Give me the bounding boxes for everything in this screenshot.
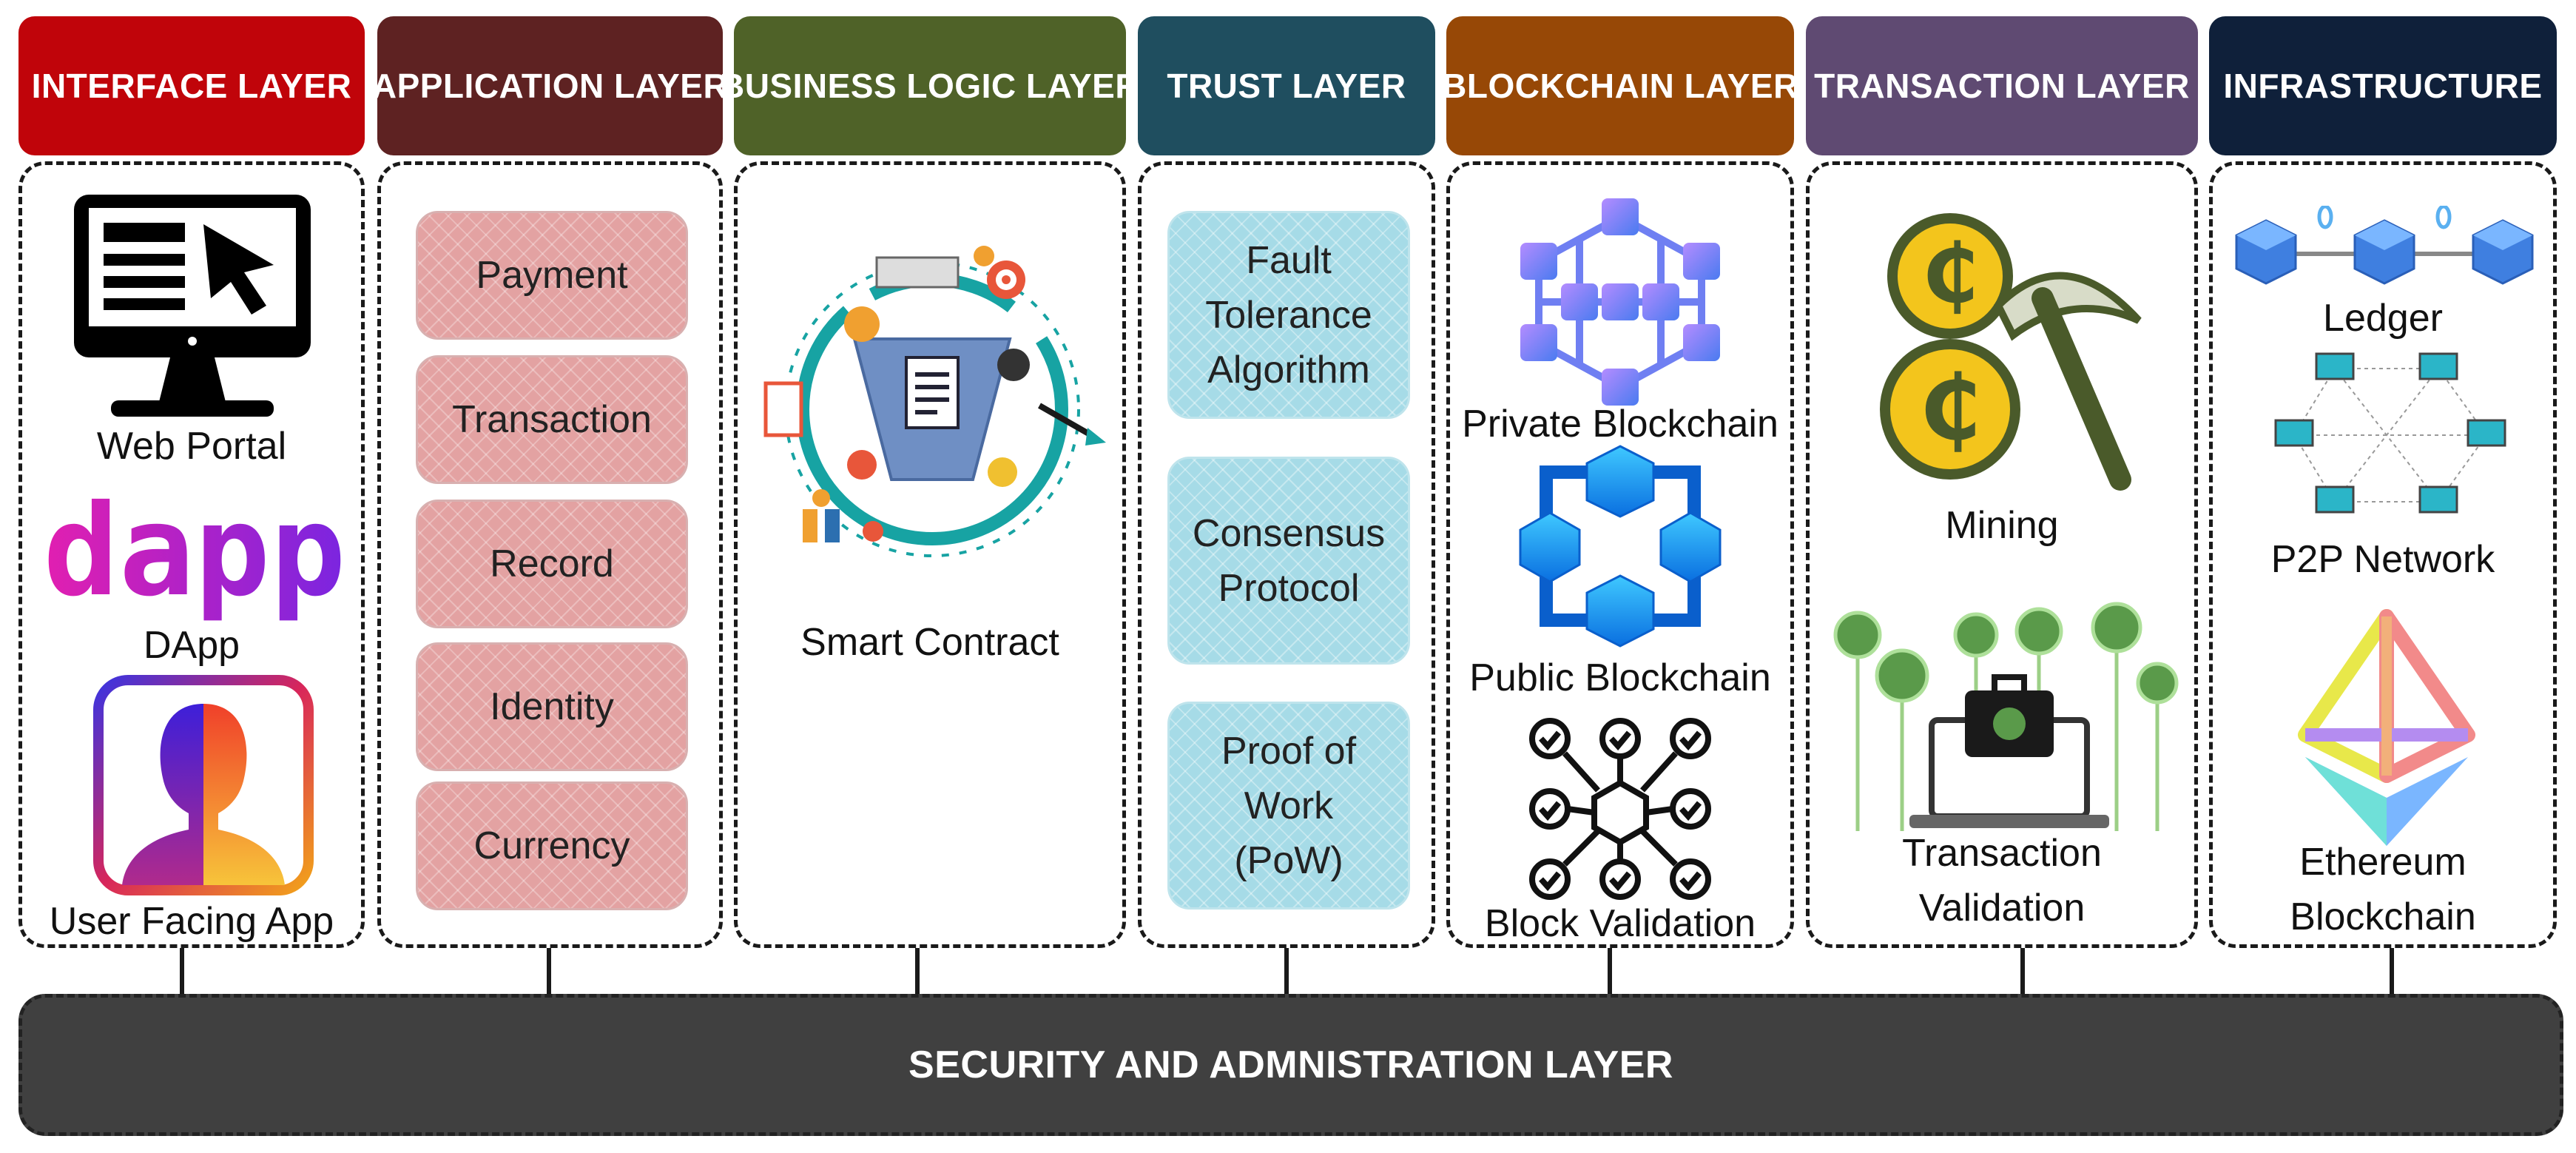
public-blockchain-cubes-icon [1519, 445, 1722, 648]
infrastructure-header: INFRASTRUCTURE [2209, 16, 2557, 155]
smart-contract-label: Smart Contract [800, 621, 1059, 664]
private-blockchain-hexagon-icon [1520, 198, 1720, 406]
private-blockchain-label: Private Blockchain [1462, 403, 1778, 446]
ledger-label: Ledger [2323, 297, 2443, 340]
identity-module: Identity [416, 642, 688, 771]
dapp-label: DApp [143, 624, 240, 667]
dapp-logo-text: dapp [43, 480, 345, 625]
transaction-layer-panel: ₵ ₵ Mining Transaction Validation [1806, 161, 2198, 948]
trust-layer-panel: Fault Tolerance Algorithm Consensus Prot… [1138, 161, 1435, 948]
application-connector [547, 948, 551, 994]
application-layer-panel: Payment Transaction Record Identity Curr… [377, 161, 723, 948]
business-logic-connector [915, 948, 920, 994]
svg-text:₵: ₵ [1922, 226, 1979, 321]
ledger-chain-icon [2235, 206, 2534, 285]
fault-tolerance-algorithm: Fault Tolerance Algorithm [1167, 211, 1410, 419]
block-validation-label: Block Validation [1484, 902, 1756, 945]
ethereum-logo-icon [2298, 609, 2475, 846]
security-administration-title: SECURITY AND ADMNISTRATION LAYER [908, 1043, 1673, 1086]
business-logic-layer-header: BUSINESS LOGIC LAYER [720, 16, 1140, 155]
business-logic-layer-title: BUSINESS LOGIC LAYER [719, 67, 1141, 105]
application-layer-header: APPLICATION LAYER [372, 16, 728, 155]
p2p-network-label: P2P Network [2270, 538, 2495, 581]
mining-label: Mining [1945, 504, 2059, 547]
infrastructure-connector [2390, 948, 2394, 994]
p2p-network-icon [2274, 352, 2506, 514]
blockchain-connector [1608, 948, 1612, 994]
proof-of-work: Proof of Work (PoW) [1167, 702, 1410, 910]
application-layer-title: APPLICATION LAYER [371, 67, 729, 105]
svg-text:₵: ₵ [1919, 357, 1981, 460]
public-blockchain-label: Public Blockchain [1469, 656, 1771, 699]
web-portal-label: Web Portal [96, 425, 287, 468]
interface-layer-panel: Web Portal dapp DApp User Facing App [18, 161, 365, 948]
transaction-module: Transaction [416, 355, 688, 484]
blockchain-layer-header: BLOCKCHAIN LAYER [1442, 16, 1798, 155]
currency-module: Currency [416, 781, 688, 910]
record-module: Record [416, 500, 688, 628]
transaction-validation-label: Transaction Validation [1902, 832, 2102, 930]
payment-module: Payment [416, 211, 688, 340]
smart-contract-team-icon [763, 246, 1106, 557]
transaction-layer-header: TRANSACTION LAYER [1806, 16, 2198, 155]
user-facing-app-label: User Facing App [49, 900, 334, 943]
blockchain-layer-title: BLOCKCHAIN LAYER [1442, 67, 1798, 105]
blockchain-layer-panel: Private Blockchain Public Blockchain Blo… [1446, 161, 1794, 948]
block-validation-network-icon [1529, 718, 1711, 900]
transaction-layer-title: TRANSACTION LAYER [1814, 67, 2190, 105]
business-logic-layer-panel: Smart Contract [734, 161, 1126, 948]
interface-layer-title: INTERFACE LAYER [31, 67, 352, 105]
security-administration-layer: SECURITY AND ADMNISTRATION LAYER [18, 994, 2563, 1136]
interface-layer-header: INTERFACE LAYER [18, 16, 365, 155]
trust-layer-header: TRUST LAYER [1138, 16, 1435, 155]
interface-connector [180, 948, 184, 994]
user-face-app-icon [93, 675, 314, 895]
dapp-logo-icon: dapp [43, 480, 345, 625]
infrastructure-panel: Ledger P2P Network Ethereum Blockchain [2209, 161, 2557, 948]
ethereum-blockchain-label: Ethereum Blockchain [2290, 841, 2476, 938]
trust-layer-title: TRUST LAYER [1167, 67, 1406, 105]
bitcoin-mining-pickaxe-icon: ₵ ₵ [1880, 213, 2142, 491]
infrastructure-title: INFRASTRUCTURE [2223, 67, 2543, 105]
consensus-protocol: Consensus Protocol [1167, 457, 1410, 665]
monitor-cursor-icon [74, 195, 311, 417]
transaction-validation-laptop-icon [1833, 602, 2179, 831]
transaction-connector [2020, 948, 2025, 994]
trust-connector [1284, 948, 1289, 994]
